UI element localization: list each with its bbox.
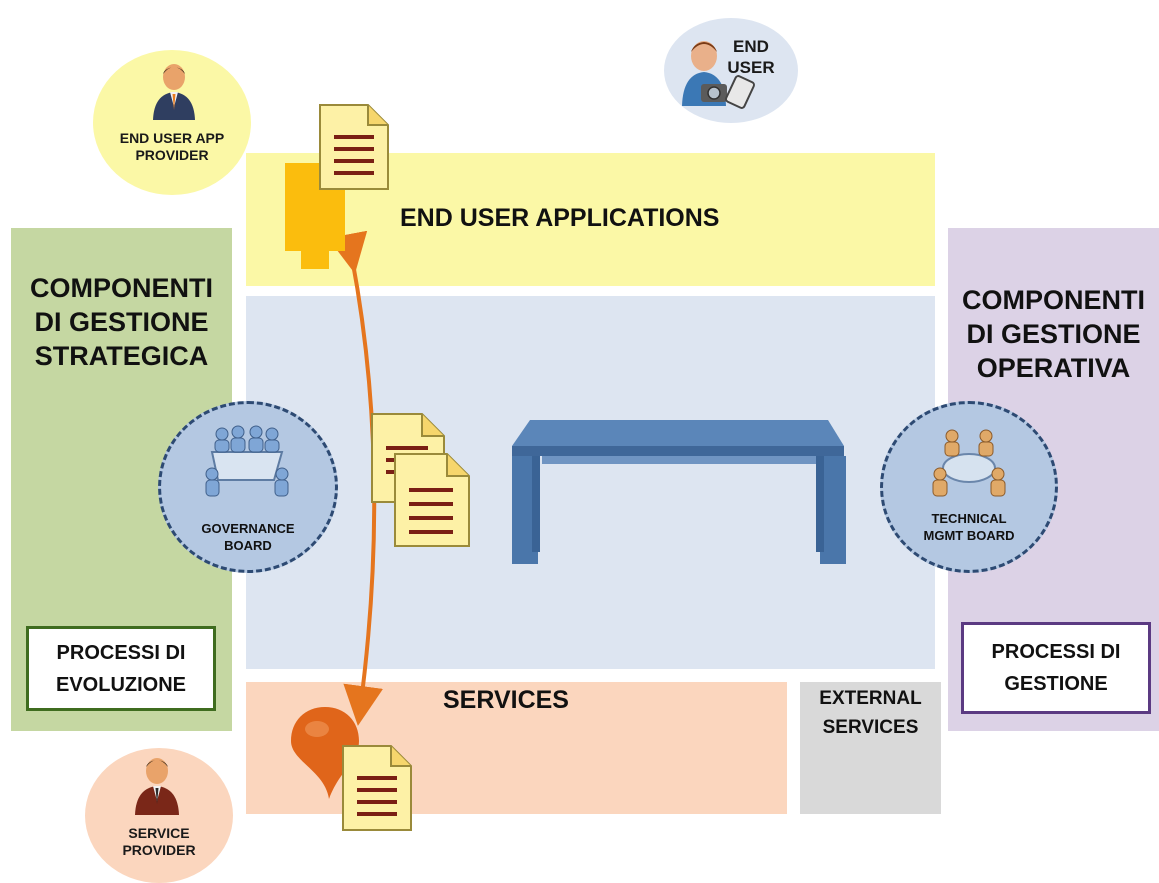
processi-gestione-box: PROCESSI DI GESTIONE [961,622,1151,714]
service-provider-icon [135,758,179,815]
processi-evoluzione-box: PROCESSI DI EVOLUZIONE [26,626,216,711]
technical-board-circle [880,401,1058,573]
businessman-icon [153,64,195,120]
document-icon [394,453,470,547]
right-panel-title: COMPONENTI DI GESTIONE OPERATIVA [961,285,1145,383]
external-services-band [800,682,941,814]
technical-board-label: TECHNICAL MGMT BOARD [923,511,1015,543]
external-services-label: EXTERNAL SERVICES [819,688,922,738]
governance-board-label: GOVERNANCE BOARD [201,521,295,553]
meeting-icon [205,425,289,497]
document-icon [342,745,412,831]
service-provider-label: SERVICE PROVIDER [122,825,196,858]
person-camera-icon [682,41,755,109]
services-label: SERVICES [443,686,569,714]
document-icon [319,104,389,190]
end-user-app-provider-label: END USER APP PROVIDER [119,130,225,163]
left-panel-title: COMPONENTI DI GESTIONE STRATEGICA [29,273,213,371]
meeting-icon [932,429,1006,497]
end-user-applications-label: END USER APPLICATIONS [400,204,720,232]
table-icon [512,420,846,564]
end-user-label: END USER [727,37,775,77]
pin-icon [291,707,359,799]
